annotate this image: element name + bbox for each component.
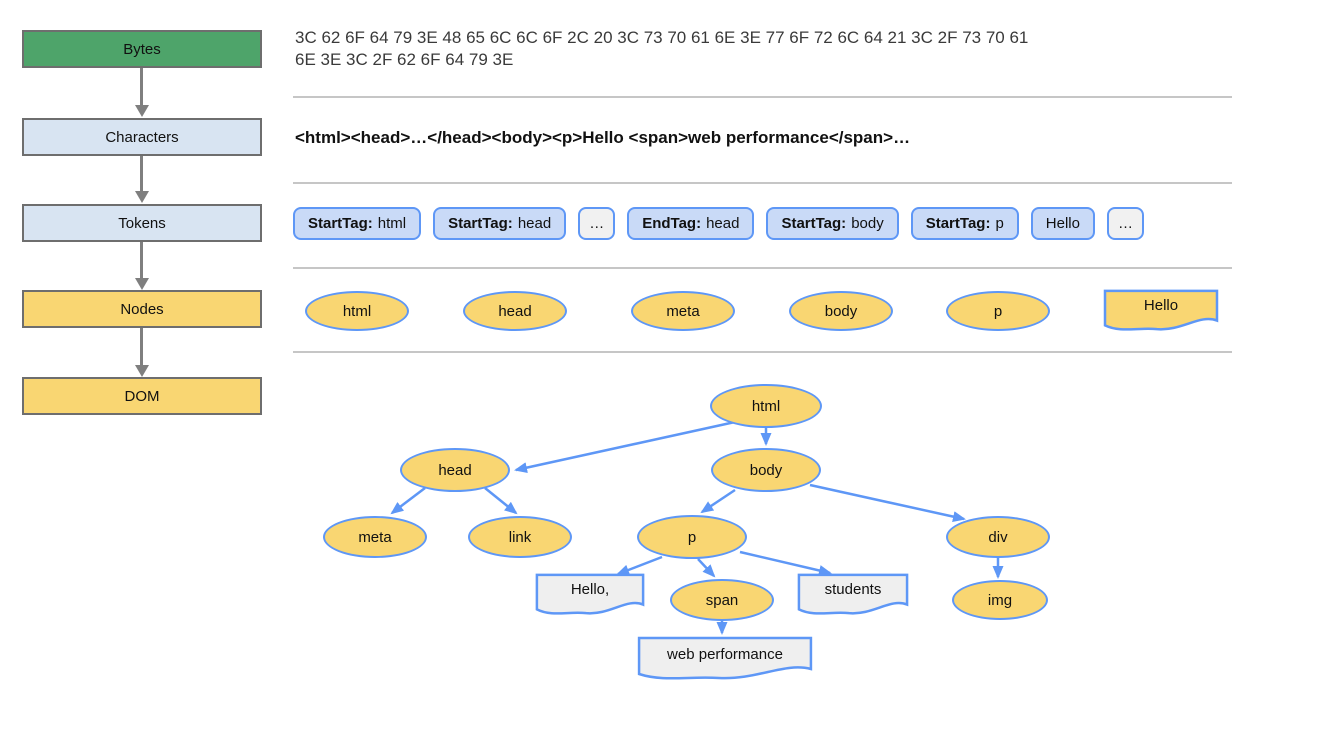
document-shape-icon [535, 573, 645, 617]
text-node-label: students [824, 581, 882, 598]
token-value: body [851, 215, 884, 232]
dom-tree: html head body meta link p div span img … [300, 380, 1060, 710]
node-ellipse-body: body [789, 291, 893, 331]
token-value: … [1117, 215, 1133, 232]
document-shape-icon [1103, 289, 1219, 333]
tree-node-head: head [400, 448, 510, 492]
token-value: p [995, 215, 1004, 232]
token-type: StartTag: [448, 215, 513, 232]
token-chip: StartTag:head [433, 207, 567, 240]
node-ellipse-p: p [946, 291, 1050, 331]
text-node-label: web performance [667, 646, 783, 663]
bytes-hex-text: 3C 62 6F 64 79 3E 48 65 6C 6C 6F 2C 20 3… [295, 27, 1245, 71]
stage-label: Tokens [118, 214, 166, 232]
text-node-hello: Hello [1103, 289, 1219, 333]
characters-markup-text: <html><head>…</head><body><p>Hello <span… [295, 128, 911, 147]
token-type: StartTag: [308, 215, 373, 232]
tree-text-node-web-performance: web performance [636, 636, 814, 682]
document-shape-icon [797, 573, 909, 617]
stage-label: Bytes [123, 40, 161, 58]
tree-node-body: body [711, 448, 821, 492]
divider [293, 182, 1232, 184]
down-arrow-icon [134, 242, 149, 290]
stage-nodes: Nodes [22, 290, 262, 328]
tree-node-meta: meta [323, 516, 427, 558]
token-chip: Hello [1030, 207, 1095, 240]
text-node-label: Hello, [570, 581, 610, 598]
stage-label: DOM [124, 387, 160, 405]
stage-characters: Characters [22, 118, 262, 156]
tree-text-node-hello: Hello, [535, 573, 645, 617]
token-chip-ellipsis: … [578, 207, 616, 240]
document-shape-icon [636, 636, 814, 682]
down-arrow-icon [134, 68, 149, 117]
token-type: StartTag: [781, 215, 847, 232]
tree-node-html: html [710, 384, 822, 428]
tree-text-node-students: students [797, 573, 909, 617]
token-value: html [377, 215, 407, 232]
token-chip-ellipsis: … [1106, 207, 1144, 240]
tree-node-span: span [670, 579, 774, 621]
token-chip: EndTag:head [627, 207, 755, 240]
stage-label: Characters [105, 128, 179, 146]
tree-node-p: p [637, 515, 747, 559]
token-value: head [706, 215, 740, 232]
stage-bytes: Bytes [22, 30, 262, 68]
tree-node-img: img [952, 580, 1048, 620]
node-ellipse-meta: meta [631, 291, 735, 331]
token-type: EndTag: [642, 215, 702, 232]
node-ellipse-head: head [463, 291, 567, 331]
down-arrow-icon [134, 156, 149, 203]
tree-node-div: div [946, 516, 1050, 558]
tree-node-link: link [468, 516, 572, 558]
tree-edges [390, 420, 1004, 635]
token-chip: StartTag:html [293, 207, 422, 240]
token-value: Hello [1045, 215, 1080, 232]
divider [293, 351, 1232, 353]
tokens-row: StartTag:html StartTag:head … EndTag:hea… [293, 207, 1144, 240]
token-value: … [589, 215, 605, 232]
bytes-hex-line2: 6E 3E 3C 2F 62 6F 64 79 3E [295, 50, 514, 69]
stage-tokens: Tokens [22, 204, 262, 242]
token-type: StartTag: [925, 215, 991, 232]
stage-label: Nodes [120, 300, 164, 318]
divider [293, 96, 1232, 98]
token-value: head [517, 215, 552, 232]
token-chip: StartTag:body [766, 207, 899, 240]
down-arrow-icon [134, 328, 149, 377]
node-ellipse-html: html [305, 291, 409, 331]
token-chip: StartTag:p [910, 207, 1019, 240]
bytes-hex-line1: 3C 62 6F 64 79 3E 48 65 6C 6C 6F 2C 20 3… [295, 28, 1029, 47]
stage-dom: DOM [22, 377, 262, 415]
text-node-label: Hello [1143, 297, 1179, 314]
divider [293, 267, 1232, 269]
